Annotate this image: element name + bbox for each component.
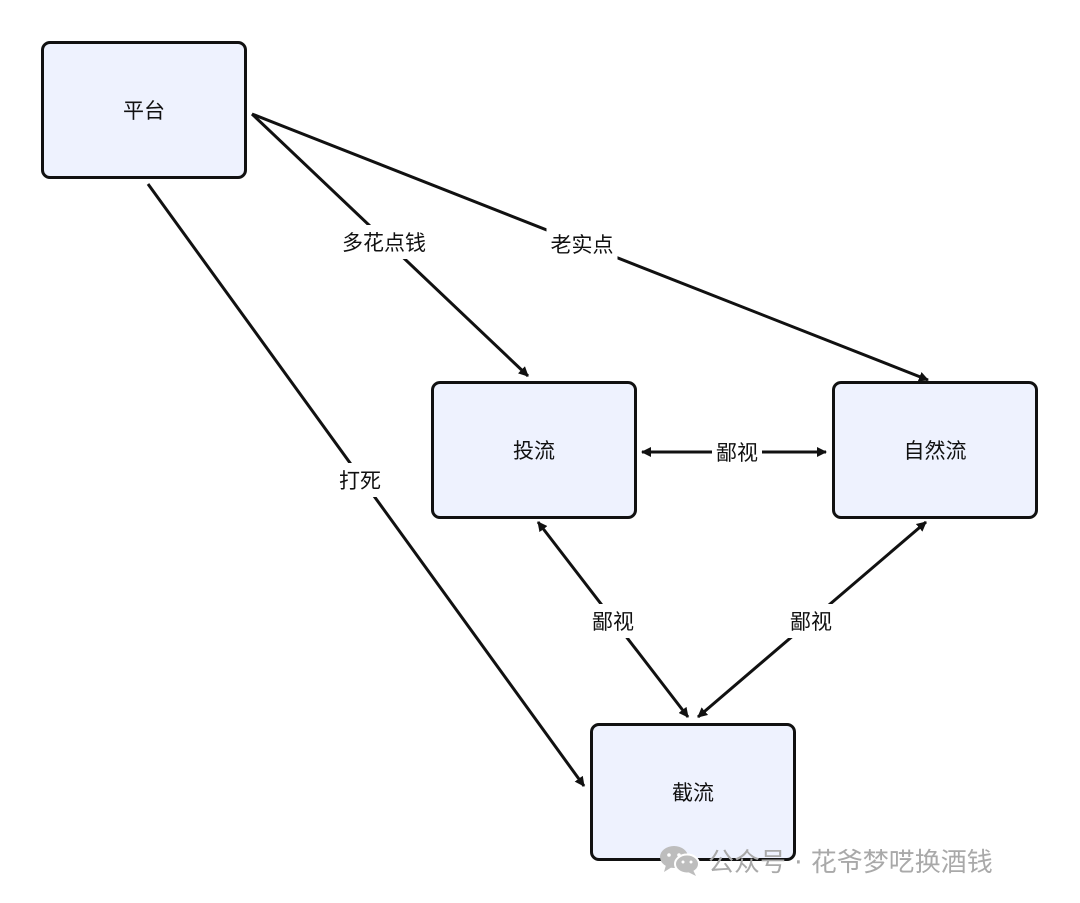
edge-label-paid-intercept: 鄙视	[588, 604, 638, 638]
wechat-icon	[660, 846, 700, 876]
edge-label-platform-intercept: 打死	[335, 463, 385, 497]
edge-label-natural-intercept: 鄙视	[786, 604, 836, 638]
node-platform-label: 平台	[123, 99, 165, 123]
edge-label-platform-natural: 老实点	[546, 227, 618, 261]
node-paid-traffic-label: 投流	[513, 439, 555, 463]
watermark-text: 公众号 · 花爷梦呓换酒钱	[708, 847, 993, 878]
node-platform: 平台	[41, 41, 247, 179]
watermark: 公众号 · 花爷梦呓换酒钱	[658, 840, 1058, 880]
edge-label-paid-natural: 鄙视	[712, 435, 762, 469]
node-natural-traffic: 自然流	[832, 381, 1038, 519]
node-paid-traffic: 投流	[431, 381, 637, 519]
edge-label-platform-paid: 多花点钱	[338, 225, 430, 259]
node-natural-traffic-label: 自然流	[903, 439, 967, 463]
node-intercept-traffic-label: 截流	[672, 781, 714, 805]
